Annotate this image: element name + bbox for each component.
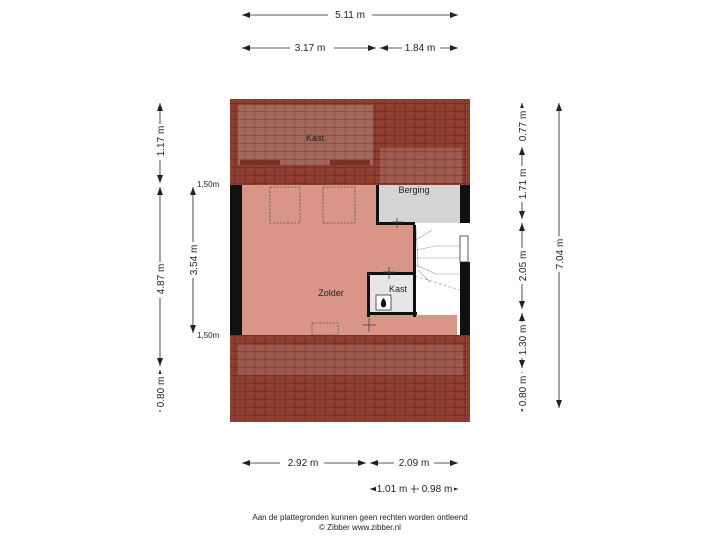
- dimension-left-bottom-label: 0.80 m: [156, 377, 167, 408]
- dimension-bottom-small-left-label: 1.01 m: [377, 484, 408, 495]
- dimension-top-left: 3.17 m: [242, 41, 376, 54]
- room-label-zolder: Zolder: [318, 288, 344, 298]
- height-label-bottom: 1,50m: [197, 331, 220, 340]
- dimension-right-a-label: 0.77 m: [518, 111, 529, 142]
- dimension-top-right: 1.84 m: [380, 41, 458, 54]
- dimension-right-c-label: 2.05 m: [518, 251, 529, 282]
- skylights: [269, 186, 356, 336]
- dimension-top-right-label: 1.84 m: [405, 43, 436, 54]
- room-label-kast-top: Kast: [306, 133, 325, 143]
- room-label-kast-small: Kast: [389, 284, 408, 294]
- dimension-left-inner: 3.54 m 1,50m 1,50m: [186, 180, 220, 340]
- dimension-right-segments: 0.77 m 1.71 m 2.05 m 1.30 m 0.80 m: [515, 103, 529, 412]
- footer-credit: © Zibber www.zibber.nl: [319, 523, 401, 532]
- dimension-top-total-label: 5.11 m: [335, 10, 365, 21]
- dimension-right-e-label: 0.80 m: [518, 376, 529, 407]
- dimension-bottom-small: 1.01 m 0.98 m: [370, 482, 458, 495]
- door-symbols: [362, 218, 403, 332]
- dimension-bottom-right-label: 2.09 m: [399, 458, 430, 469]
- lower-strip-floor: [367, 314, 457, 335]
- room-label-berging: Berging: [398, 185, 429, 195]
- zolder-floor: [242, 185, 415, 335]
- roof-bottom: [230, 335, 470, 422]
- berging-floor: [378, 185, 460, 223]
- dimension-right-total-label: 7.04 m: [555, 239, 566, 270]
- walls: [230, 185, 470, 335]
- dimension-left-inner-label: 3.54 m: [189, 245, 200, 276]
- boiler-icon: [375, 294, 392, 311]
- dimension-bottom-left: 2.92 m: [242, 456, 366, 469]
- staircase: [414, 223, 469, 315]
- dimension-top-left-label: 3.17 m: [295, 43, 326, 54]
- dimension-right-b-label: 1.71 m: [518, 169, 529, 200]
- dimension-bottom-right: 2.09 m: [370, 456, 458, 469]
- dimension-right-d-label: 1.30 m: [518, 325, 529, 356]
- dimension-right-total: 7.04 m: [552, 103, 566, 408]
- footer-disclaimer: Aan de plattegronden kunnen geen rechten…: [252, 513, 468, 522]
- dimension-top-total: 5.11 m: [242, 8, 458, 21]
- roof-top: [230, 99, 470, 185]
- dimension-left-top-label: 1.17 m: [156, 126, 167, 157]
- dimension-left-middle-label: 4.87 m: [156, 264, 167, 295]
- dimension-bottom-small-right-label: 0.98 m: [422, 484, 453, 495]
- height-label-top: 1,50m: [197, 180, 220, 189]
- dimension-left-outer: 1.17 m 4.87 m 0.80 m: [153, 103, 167, 412]
- dimension-bottom-left-label: 2.92 m: [288, 458, 319, 469]
